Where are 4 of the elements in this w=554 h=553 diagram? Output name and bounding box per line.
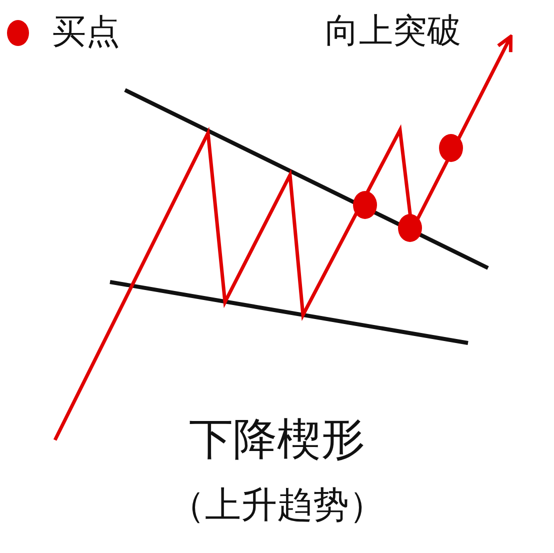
caption: （上升趋势） (169, 488, 385, 524)
legend-label: 买点 (52, 15, 120, 49)
title: 下降楔形 (189, 418, 365, 462)
breakout-label: 向上突破 (325, 14, 461, 48)
